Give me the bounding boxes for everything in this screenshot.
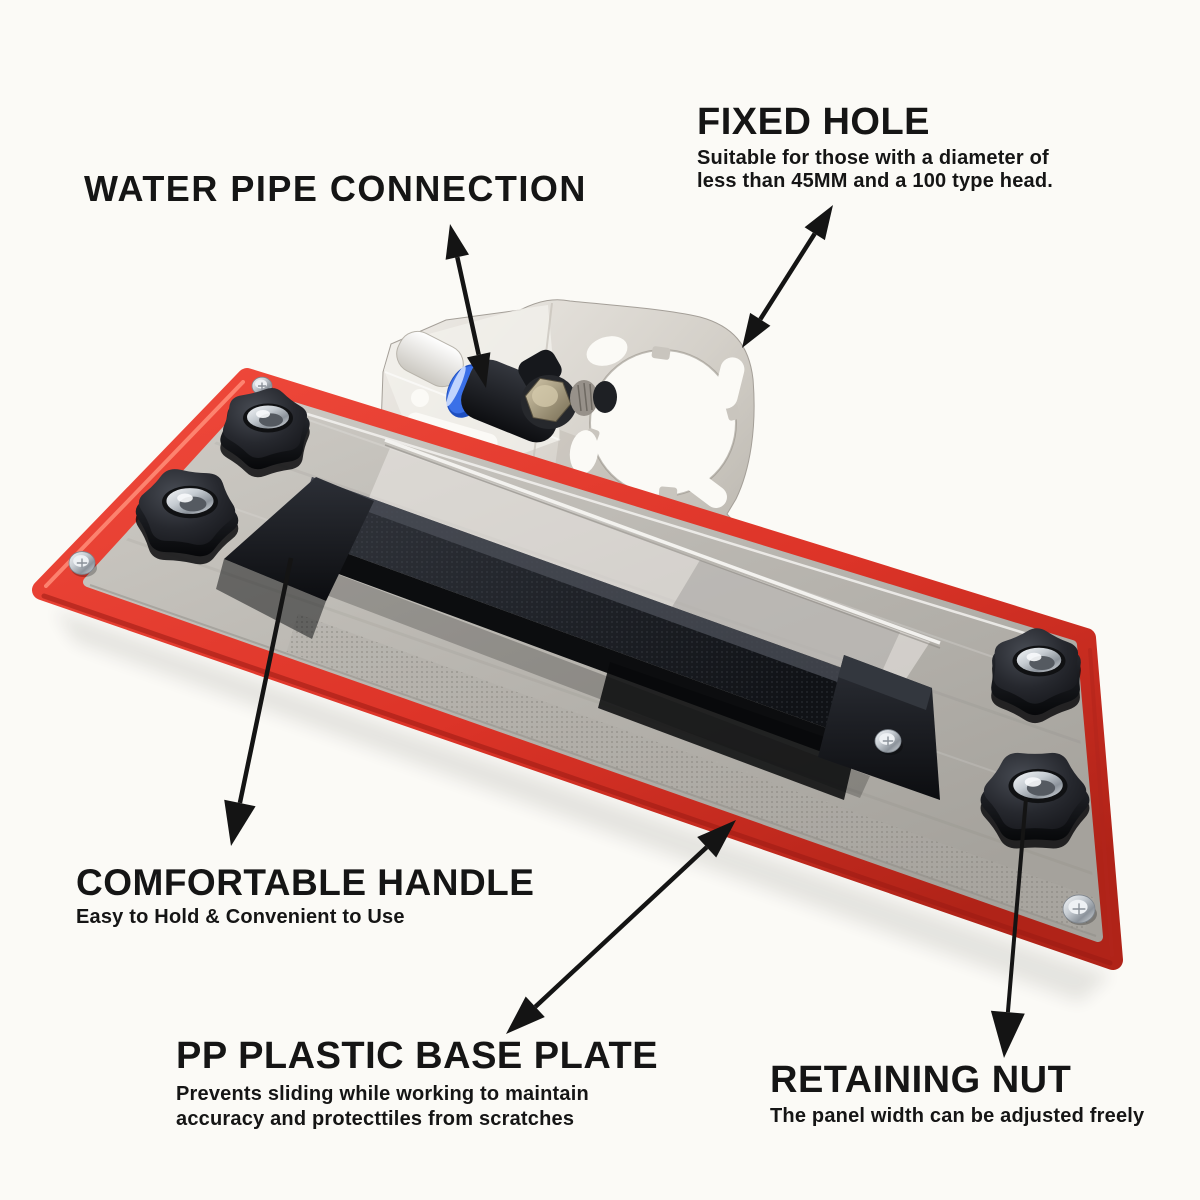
retaining-nut-subtitle: The panel width can be adjusted freely [770, 1104, 1145, 1127]
arrow-fixed-hole [742, 205, 833, 348]
board-shadow [55, 610, 1110, 1002]
arrow-retaining-nut [990, 797, 1028, 1058]
fixed-hole-title: FIXED HOLE [697, 101, 931, 143]
retaining-knob [220, 388, 310, 478]
arrow-water-pipe [445, 224, 491, 388]
comfortable-handle-subtitle: Easy to Hold & Convenient to Use [76, 906, 405, 929]
chrome-screw [68, 551, 97, 578]
retaining-nut-label: RETAINING NUT The panel width can be adj… [770, 1059, 1145, 1128]
fixed-hole-label: FIXED HOLE Suitable for those with a dia… [697, 101, 1054, 193]
annotation-arrows [224, 205, 1028, 1058]
base-plate-desc-line2: accuracy and protecttiles from scratches [176, 1107, 575, 1130]
fitting-bolt [521, 375, 617, 429]
chrome-screw [1062, 894, 1097, 926]
retaining-knob [980, 752, 1090, 849]
retaining-nut-title: RETAINING NUT [770, 1059, 1072, 1101]
retaining-knob [135, 469, 239, 565]
water-pipe-connection-label: WATER PIPE CONNECTION [84, 168, 587, 209]
arrow-comfortable-handle [224, 557, 294, 846]
comfortable-handle-label: COMFORTABLE HANDLE Easy to Hold & Conven… [76, 862, 535, 929]
base-plate-desc-line1: Prevents sliding while working to mainta… [176, 1082, 589, 1105]
arrow-base-plate [506, 820, 736, 1034]
water-pipe-fitting [396, 330, 617, 443]
fixed-hole-desc-line1: Suitable for those with a diameter of [697, 146, 1049, 169]
comfortable-handle [216, 477, 940, 800]
retaining-knob [991, 628, 1081, 724]
fixed-hole [584, 346, 741, 499]
water-pipe-connection-title: WATER PIPE CONNECTION [84, 168, 587, 209]
fixed-hole-desc-line2: less than 45MM and a 100 type head. [697, 169, 1054, 192]
comfortable-handle-title: COMFORTABLE HANDLE [76, 862, 535, 903]
base-plate-title: PP PLASTIC BASE PLATE [176, 1035, 659, 1077]
chrome-screw [874, 729, 903, 756]
chrome-screws [68, 551, 1097, 926]
base-plate-label: PP PLASTIC BASE PLATE Prevents sliding w… [176, 1035, 659, 1132]
